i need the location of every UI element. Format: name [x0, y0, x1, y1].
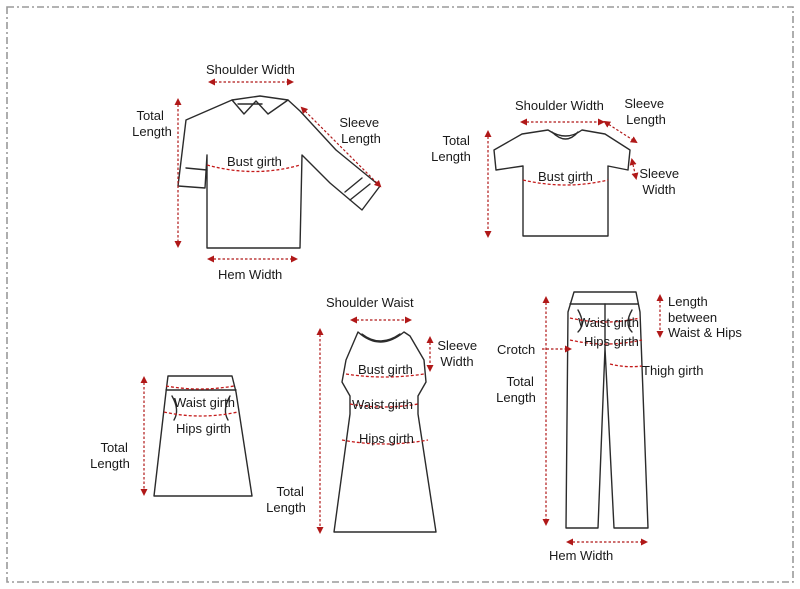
- dress-waist-girth-label: Waist girth: [352, 397, 413, 412]
- tshirt-sleeve-length-line-2: Length: [626, 112, 666, 127]
- pants-length-between-line-3: Waist & Hips: [668, 325, 742, 340]
- pants-hem-width-label: Hem Width: [549, 548, 613, 563]
- dress-shoulder-waist-label: Shoulder Waist: [326, 295, 414, 310]
- tshirt-diagram: Shoulder Width Sleeve Length Total Lengt…: [431, 96, 682, 238]
- skirt-hips-girth-label: Hips girth: [176, 421, 231, 436]
- skirt-diagram: Waist girth Hips girth Total Length: [90, 375, 253, 497]
- pants-length-between-waist-hips-label: Length between Waist & Hips: [668, 294, 742, 340]
- pants-outline: [565, 291, 649, 529]
- dress-sleeve-width-line-2: Width: [440, 354, 473, 369]
- tshirt-total-length-label: Total Length: [431, 133, 473, 164]
- dress-bust-girth-label: Bust girth: [358, 362, 413, 377]
- skirt-total-length-label: Total Length: [90, 440, 131, 471]
- tshirt-sleeve-length-label: Sleeve Length: [624, 96, 667, 127]
- shirt-sleeve-length-line-1: Sleeve: [339, 115, 379, 130]
- dress-sleeve-width-line-1: Sleeve: [437, 338, 477, 353]
- shirt-total-length-label: Total Length: [132, 108, 172, 139]
- shirt-shoulder-width-label: Shoulder Width: [206, 62, 295, 77]
- dress-total-length-label: Total Length: [266, 484, 307, 515]
- pants-total-length-line-2: Length: [496, 390, 536, 405]
- shirt-total-length-line-2: Length: [132, 124, 172, 139]
- skirt-outline: [153, 375, 253, 497]
- shirt-total-length-line-1: Total: [136, 108, 164, 123]
- decorative-border: [6, 6, 794, 583]
- skirt-total-length-line-2: Length: [90, 456, 130, 471]
- tshirt-total-length-line-2: Length: [431, 149, 471, 164]
- dress-diagram: Shoulder Waist Sleeve Width Bust girth W…: [266, 295, 480, 534]
- dress-total-length-line-1: Total: [276, 484, 304, 499]
- pants-crotch-label: Crotch: [497, 342, 535, 357]
- dress-total-length-line-2: Length: [266, 500, 306, 515]
- tshirt-shoulder-width-label: Shoulder Width: [515, 98, 604, 113]
- tshirt-sleeve-width-line-1: Sleeve: [639, 166, 679, 181]
- tshirt-sleeve-width-line-2: Width: [642, 182, 675, 197]
- pants-hips-girth-label: Hips girth: [584, 334, 639, 349]
- tshirt-total-length-line-1: Total: [442, 133, 470, 148]
- dress-sleeve-width-label: Sleeve Width: [437, 338, 480, 369]
- shirt-hem-width-label: Hem Width: [218, 267, 282, 282]
- shirt-sleeve-length-line-2: Length: [341, 131, 381, 146]
- skirt-total-length-line-1: Total: [100, 440, 128, 455]
- pants-total-length-line-1: Total: [506, 374, 534, 389]
- dress-outline: [333, 331, 437, 533]
- tshirt-bust-girth-label: Bust girth: [538, 169, 593, 184]
- shirt-sleeve-length-label: Sleeve Length: [339, 115, 382, 146]
- pants-length-between-line-1: Length: [668, 294, 708, 309]
- pants-total-length-label: Total Length: [496, 374, 537, 405]
- tshirt-sleeve-width-label: Sleeve Width: [639, 166, 682, 197]
- tshirt-sleeve-length-line-1: Sleeve: [624, 96, 664, 111]
- pants-length-between-line-2: between: [668, 310, 717, 325]
- shirt-diagram: Shoulder Width Total Length Sleeve Lengt…: [132, 62, 382, 282]
- pants-waist-girth-label: Waist girth: [578, 315, 639, 330]
- tshirt-outline: [493, 129, 631, 237]
- pants-diagram: Length between Waist & Hips Waist girth …: [496, 291, 742, 563]
- pants-thigh-girth-label: Thigh girth: [642, 363, 703, 378]
- skirt-waist-girth-label: Waist girth: [174, 395, 235, 410]
- dress-hips-girth-label: Hips girth: [359, 431, 414, 446]
- shirt-bust-girth-label: Bust girth: [227, 154, 282, 169]
